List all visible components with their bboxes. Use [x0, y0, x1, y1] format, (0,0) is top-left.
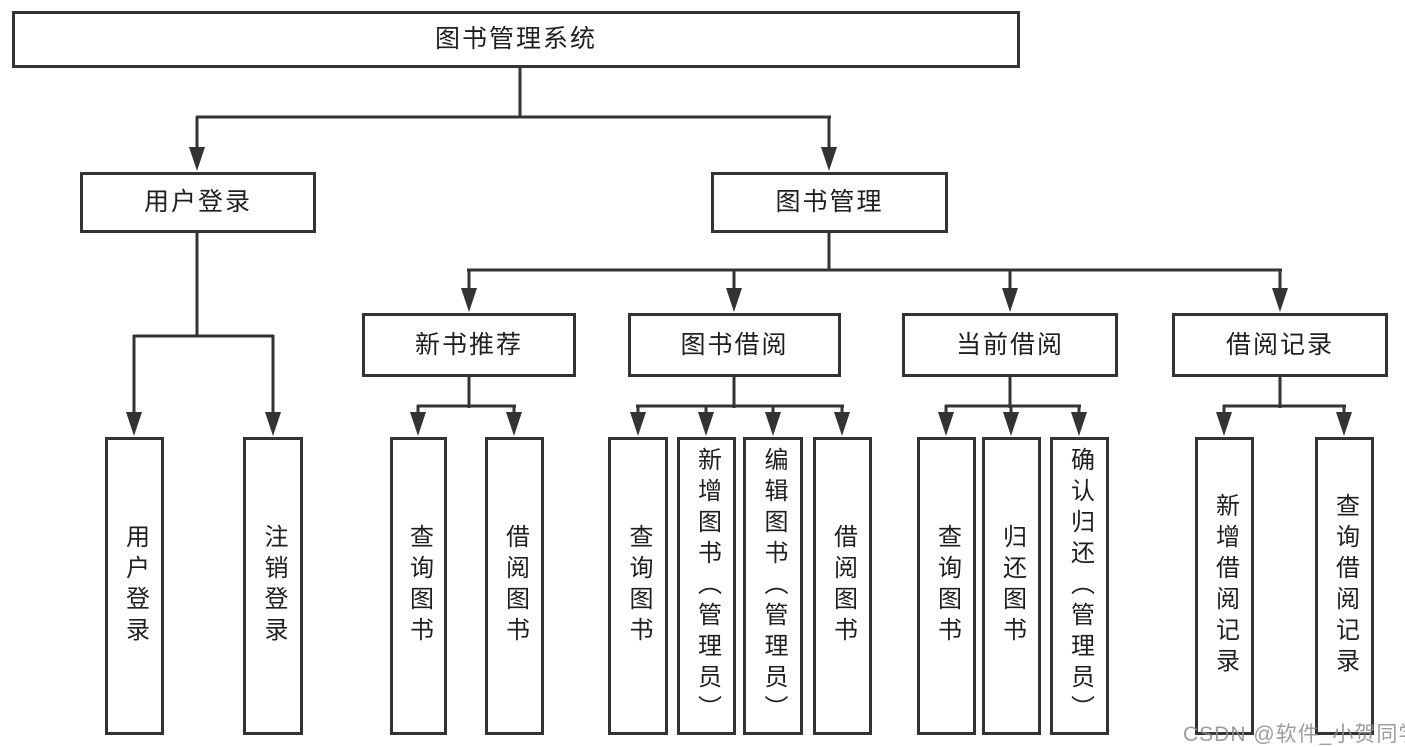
node-bb-add: 新增图书（管理员）: [677, 437, 736, 735]
arrowhead-bookborrow: [726, 288, 742, 312]
arrowhead-newbookrec: [461, 288, 477, 312]
node-user-login: 用户登录: [80, 172, 316, 233]
arrowhead-logout: [265, 412, 281, 436]
arrowhead-cb-confirm: [1071, 412, 1087, 436]
arrowhead-br-query: [1336, 412, 1352, 436]
node-bb-edit: 编辑图书（管理员）: [743, 437, 803, 735]
node-bb-query: 查询图书: [608, 437, 668, 735]
arrowhead-bb-add: [698, 412, 714, 436]
arrowhead-bb-borrow: [834, 412, 850, 436]
node-book-borrow: 图书借阅: [628, 313, 841, 377]
arrowhead-bb-query: [630, 412, 646, 436]
arrowhead-user-login: [189, 147, 205, 171]
node-br-query: 查询借阅记录: [1315, 437, 1374, 735]
arrowhead-nb-borrow: [506, 412, 522, 436]
node-new-book-rec: 新书推荐: [362, 313, 576, 377]
watermark: CSDN @软件_小贺同学: [1183, 723, 1405, 746]
node-br-add: 新增借阅记录: [1195, 437, 1254, 735]
node-login: 用户登录: [105, 437, 164, 735]
node-cb-confirm: 确认归还（管理员）: [1050, 437, 1109, 735]
node-nb-query: 查询图书: [390, 437, 447, 735]
arrowhead-nb-query: [410, 412, 426, 436]
arrowhead-borrowrecords: [1272, 288, 1288, 312]
node-cb-return: 归还图书: [982, 437, 1041, 735]
node-root: 图书管理系统: [12, 11, 1020, 68]
arrowhead-login: [126, 412, 142, 436]
arrowhead-cb-return: [1003, 412, 1019, 436]
arrowhead-cb-query: [938, 412, 954, 436]
node-cb-query: 查询图书: [917, 437, 976, 735]
node-bb-borrow: 借阅图书: [813, 437, 872, 735]
arrowhead-currentborrow: [1002, 288, 1018, 312]
node-logout: 注销登录: [243, 437, 303, 735]
arrowhead-bb-edit: [765, 412, 781, 436]
node-nb-borrow: 借阅图书: [485, 437, 544, 735]
node-current-borrow: 当前借阅: [902, 313, 1118, 377]
node-borrow-records: 借阅记录: [1172, 313, 1388, 377]
arrowhead-br-add: [1216, 412, 1232, 436]
arrowhead-book-mgmt: [821, 147, 837, 171]
node-book-mgmt: 图书管理: [711, 172, 948, 233]
